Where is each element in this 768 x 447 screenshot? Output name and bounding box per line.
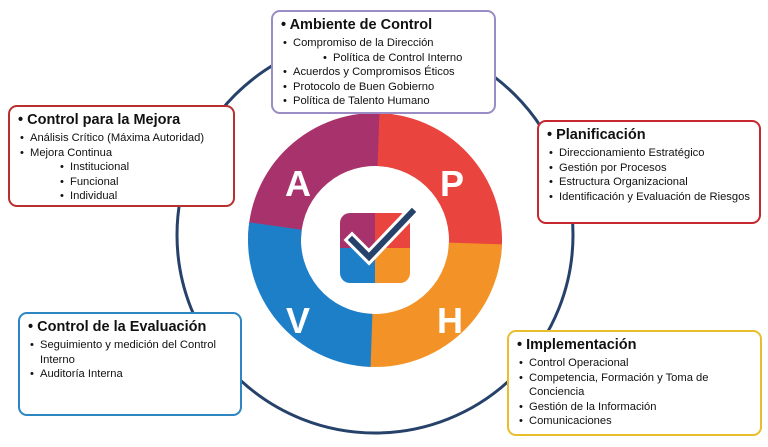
cycle-ring xyxy=(248,112,503,367)
list-item: Identificación y Evaluación de Riesgos xyxy=(547,190,751,205)
letter-h: H xyxy=(437,300,463,341)
list-item: Mejora Continua xyxy=(18,146,225,161)
box-control-de-la-evaluacion: Control de la Evaluación Seguimiento y m… xyxy=(18,312,242,416)
letter-v: V xyxy=(286,300,310,341)
checklist-icon xyxy=(340,203,421,283)
box-title: Control de la Evaluación xyxy=(28,319,232,335)
list-item: Política de Talento Humano xyxy=(281,94,486,109)
list-item: Protocolo de Buen Gobierno xyxy=(281,80,486,95)
list-item: Competencia, Formación y Toma de Concien… xyxy=(517,371,752,400)
segment-a xyxy=(248,112,393,238)
list-item: Institucional xyxy=(18,160,225,175)
letter-a: A xyxy=(285,163,311,204)
segment-v xyxy=(248,222,373,367)
segment-p xyxy=(377,113,503,258)
box-planificacion: Planificación Direccionamiento Estratégi… xyxy=(537,120,761,224)
list-item: Gestión por Procesos xyxy=(547,161,751,176)
list-item: Gestión de la Información xyxy=(517,400,752,415)
list-item: Control Operacional xyxy=(517,356,752,371)
list-item: Comunicaciones xyxy=(517,414,752,429)
box-title: Implementación xyxy=(517,337,752,353)
list-item: Acuerdos y Compromisos Éticos xyxy=(281,65,486,80)
list-item: Estructura Organizacional xyxy=(547,175,751,190)
box-title: Control para la Mejora xyxy=(18,112,225,128)
list-item: Seguimiento y medición del Control Inter… xyxy=(28,338,232,367)
list-item: Auditoría Interna xyxy=(28,367,232,382)
segment-h xyxy=(357,242,502,367)
list-item: Compromiso de la Dirección xyxy=(281,36,486,51)
box-title: Planificación xyxy=(547,127,751,143)
box-control-para-la-mejora: Control para la Mejora Análisis Crítico … xyxy=(8,105,235,207)
list-item: Análisis Crítico (Máxima Autoridad) xyxy=(18,131,225,146)
box-implementacion: Implementación Control Operacional Compe… xyxy=(507,330,762,436)
list-item: Direccionamiento Estratégico xyxy=(547,146,751,161)
list-item: Funcional xyxy=(18,175,225,190)
box-ambiente-de-control: Ambiente de Control Compromiso de la Dir… xyxy=(271,10,496,114)
list-item: Individual xyxy=(18,189,225,204)
list-item: Política de Control Interno xyxy=(281,51,486,66)
letter-p: P xyxy=(440,163,464,204)
box-title: Ambiente de Control xyxy=(281,17,486,33)
